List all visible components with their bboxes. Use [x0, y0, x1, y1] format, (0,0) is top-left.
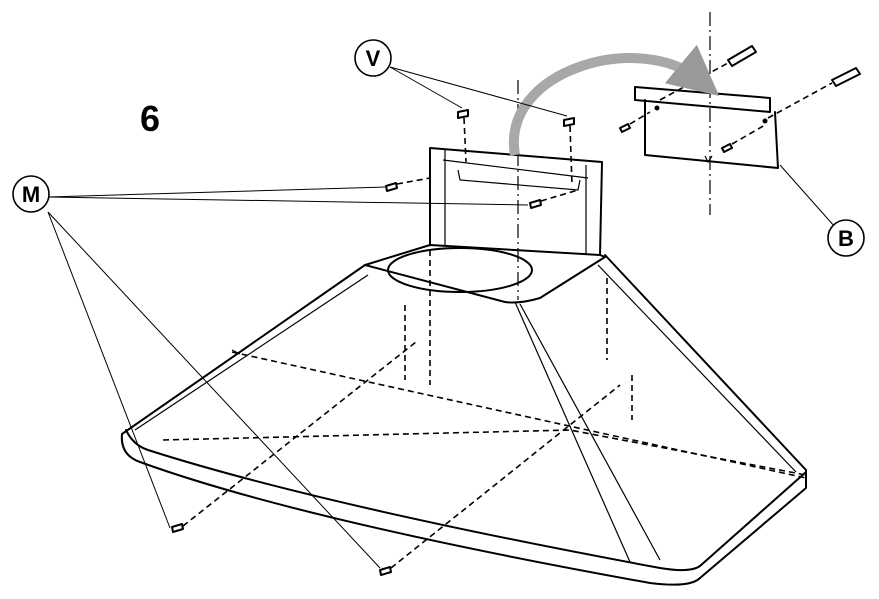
screw-v-icon — [457, 109, 469, 163]
callout-m: M — [12, 175, 50, 213]
move-arrow-icon — [508, 44, 720, 156]
callout-m-label: M — [22, 182, 40, 207]
hood-body — [120, 147, 807, 586]
leader-lines — [47, 66, 836, 569]
bracket-b — [634, 86, 779, 169]
callout-v: V — [354, 39, 392, 77]
screw-m-icon — [529, 189, 579, 209]
screw-m-icon — [379, 384, 621, 576]
screw-m-icon — [171, 341, 417, 533]
step-number: 6 — [140, 98, 160, 139]
callout-b: B — [827, 219, 865, 257]
screw-icon — [619, 111, 651, 133]
wall-plug-icon — [767, 67, 861, 119]
screw-v-icon — [563, 117, 575, 186]
screw-m-icon — [385, 177, 431, 192]
screw-icon — [721, 124, 766, 153]
wall-plug-icon — [659, 45, 757, 101]
callout-v-label: V — [366, 46, 381, 71]
callout-b-label: B — [838, 226, 854, 251]
